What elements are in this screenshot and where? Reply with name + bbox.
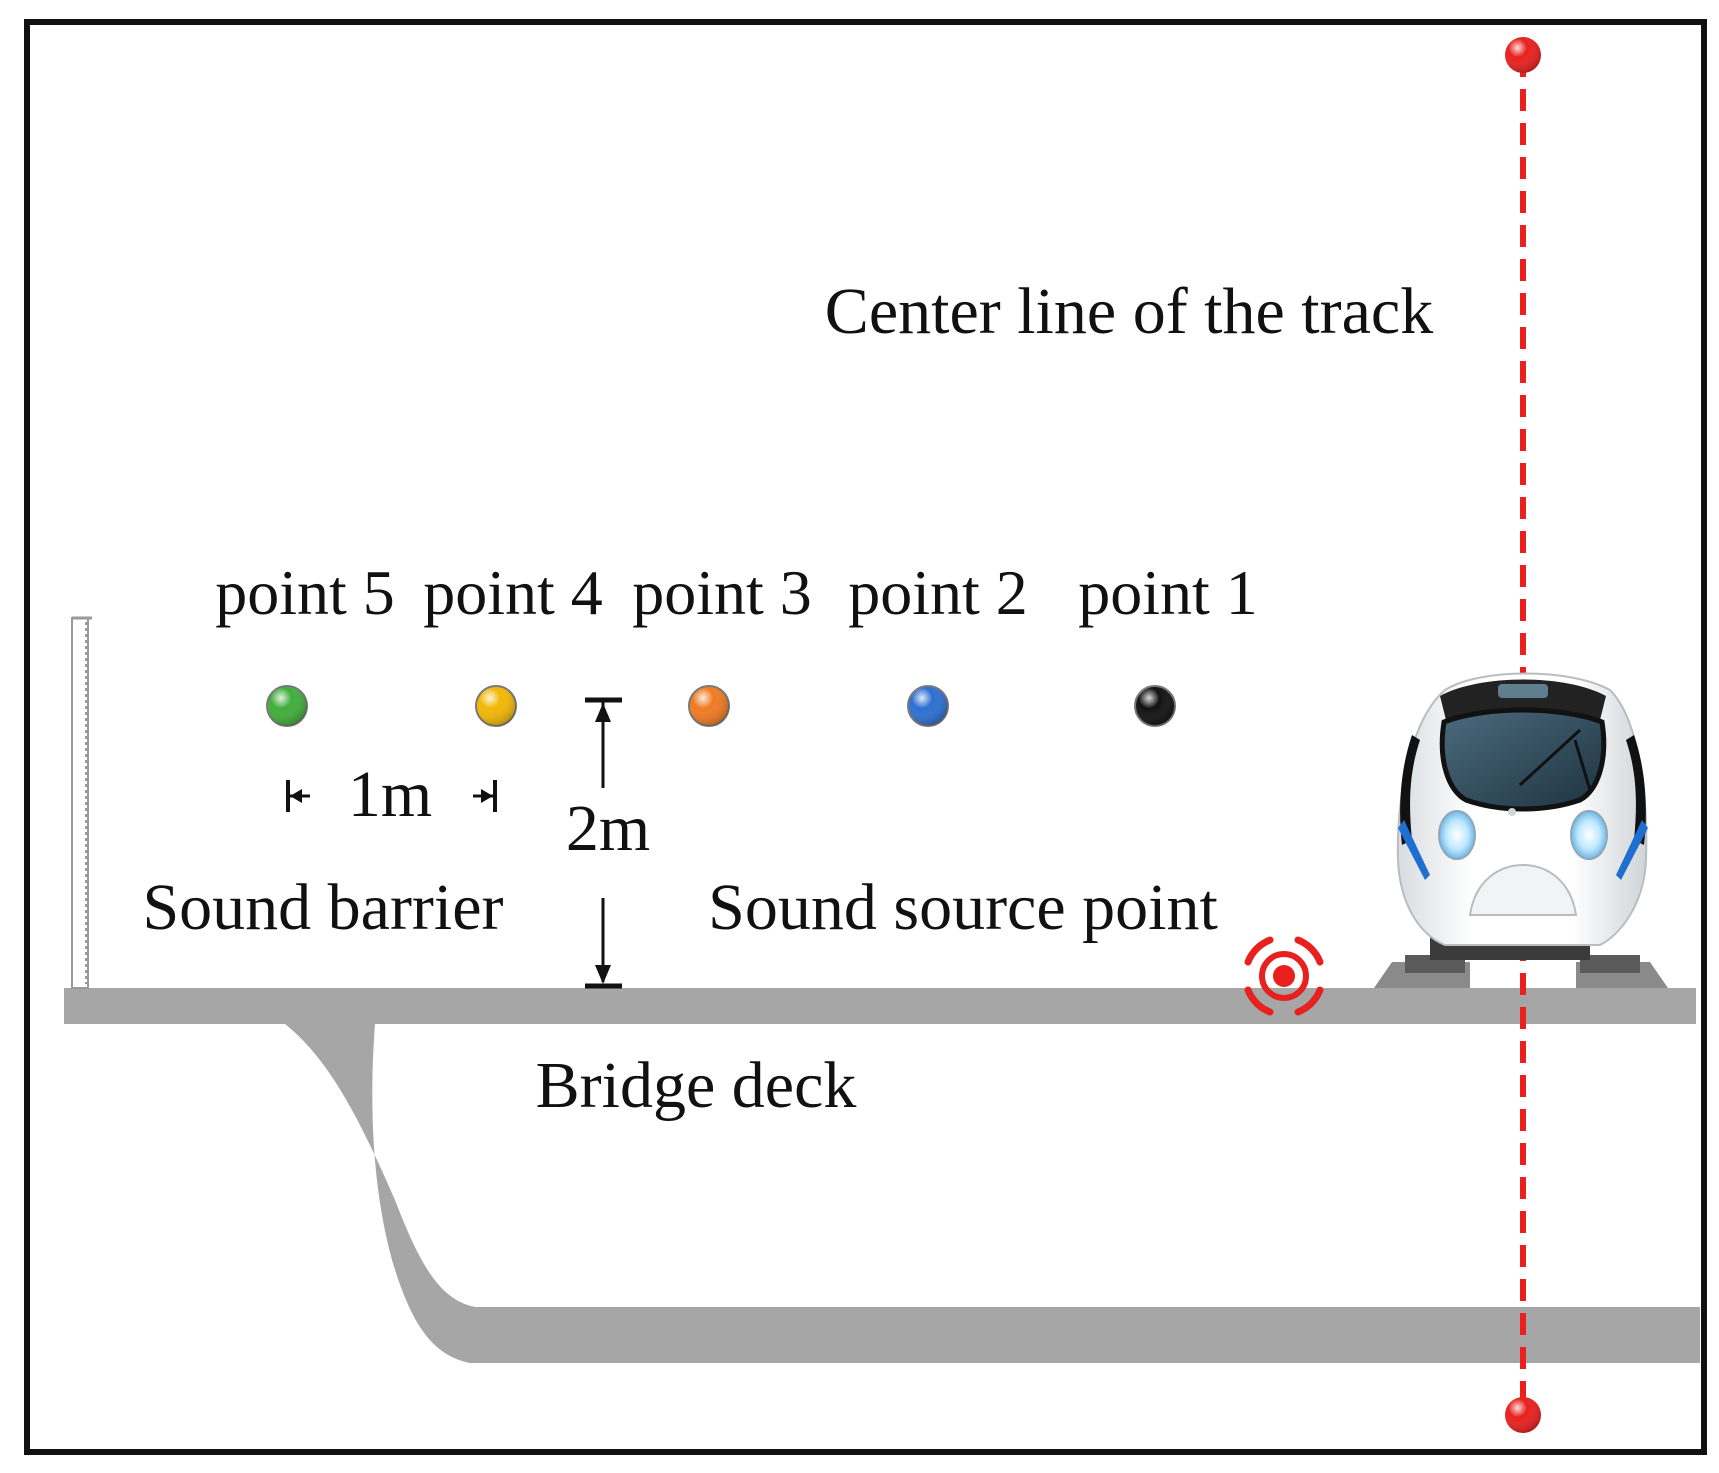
point-2-marker-shine <box>908 686 948 726</box>
sound-source-label: Sound source point <box>708 871 1218 944</box>
point-4-label: point 4 <box>423 557 603 628</box>
bridge-pier-beam <box>285 1024 1700 1363</box>
point-2-label: point 2 <box>848 557 1028 628</box>
point-3-marker-shine <box>689 686 729 726</box>
center-line-label: Center line of the track <box>825 275 1433 348</box>
bridge-structure <box>64 988 1700 1363</box>
bridge-deck-slab <box>64 988 1696 1024</box>
point-3-label: point 3 <box>632 557 812 628</box>
sound-barrier <box>71 616 92 989</box>
point-1-marker-shine <box>1135 686 1175 726</box>
point-5-label: point 5 <box>215 557 395 628</box>
measurement-points <box>266 685 1176 727</box>
sound-barrier-label: Sound barrier <box>142 871 503 944</box>
high-speed-train-icon <box>1374 672 1668 988</box>
point-1-label: point 1 <box>1078 557 1258 628</box>
height-dimension: 2m <box>566 697 650 989</box>
point-4-marker-shine <box>476 686 516 726</box>
height-label: 2m <box>566 792 650 865</box>
point-5-marker-shine <box>267 686 307 726</box>
measurement-point-labels: point 5 point 4 point 3 point 2 point 1 <box>215 557 1258 628</box>
spacing-dimension: 1m <box>286 758 497 831</box>
spacing-label: 1m <box>348 758 432 831</box>
bridge-deck-label: Bridge deck <box>536 1049 857 1122</box>
sound-source-icon <box>1244 936 1324 1016</box>
